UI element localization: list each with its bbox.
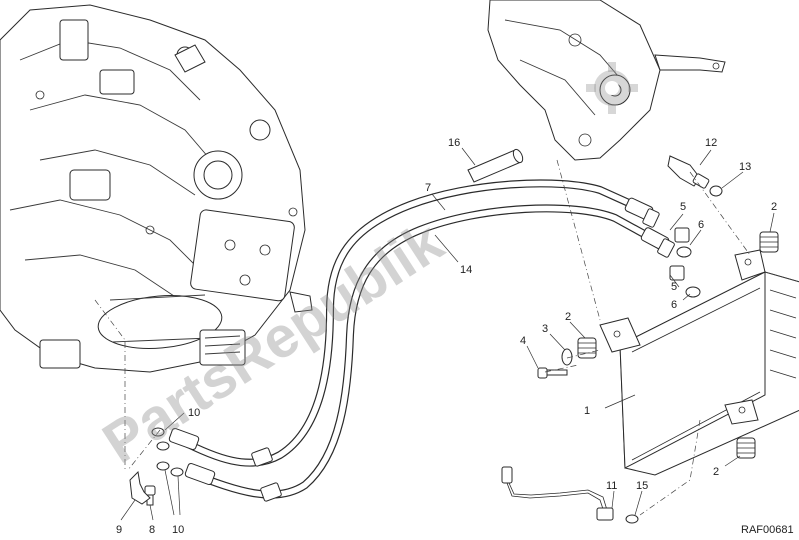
callout-13: 13	[739, 161, 751, 173]
callout-3: 3	[542, 323, 548, 335]
callout-5-lower: 5	[671, 281, 677, 293]
callout-7: 7	[425, 182, 431, 194]
callout-6-upper: 6	[698, 219, 704, 231]
callout-6-lower: 6	[671, 299, 677, 311]
rubber-grommet-2-left	[577, 337, 597, 359]
hose-fitting-engine-upper	[168, 427, 200, 451]
clip-9	[129, 470, 151, 505]
diagram-reference-code: RAF00681	[741, 524, 794, 536]
watermark-gear-icon	[586, 62, 638, 114]
rubber-grommet-2-lower	[736, 437, 756, 459]
oil-hose-14	[191, 204, 659, 499]
callout-15: 15	[636, 480, 648, 492]
callout-4: 4	[520, 335, 526, 347]
callout-2-left: 2	[565, 311, 571, 323]
callout-2-upper: 2	[771, 201, 777, 213]
callout-10-upper: 10	[188, 407, 200, 419]
oil-pressure-sensor-11	[501, 466, 614, 521]
washer-6-upper	[676, 246, 692, 258]
seal-5-upper	[674, 227, 690, 243]
hose-protection-sleeve	[467, 148, 524, 183]
leader-lines	[120, 147, 775, 521]
screw-4	[537, 367, 568, 379]
callout-11: 11	[606, 480, 617, 492]
oil-cooler	[599, 249, 799, 476]
sealing-washer-13	[709, 185, 723, 197]
callout-9: 9	[116, 524, 122, 536]
callout-8: 8	[149, 524, 155, 536]
callout-10-lower: 10	[172, 524, 184, 536]
callout-16: 16	[448, 137, 460, 149]
rubber-grommet-2-upper	[759, 231, 779, 253]
callout-5-upper: 5	[680, 201, 686, 213]
engine-block	[0, 4, 313, 373]
callout-12: 12	[705, 137, 717, 149]
hose-fitting-upper	[624, 197, 660, 228]
callout-labels: 1 2 2 2 3 4 5 5 6 6 7 8 9 10 10 11 12 13…	[116, 137, 777, 536]
oil-temperature-sensor-12	[667, 155, 710, 189]
callout-1: 1	[584, 405, 590, 417]
hose-fitting-lower	[640, 227, 675, 258]
assembly-lines	[94, 159, 751, 516]
seal-5-lower	[669, 265, 685, 281]
hose-crimp-sleeves	[251, 447, 282, 502]
washer-15	[625, 514, 639, 524]
hose-fitting-engine-lower	[184, 462, 216, 486]
callout-14: 14	[460, 264, 472, 276]
callout-2-lower: 2	[713, 466, 719, 478]
